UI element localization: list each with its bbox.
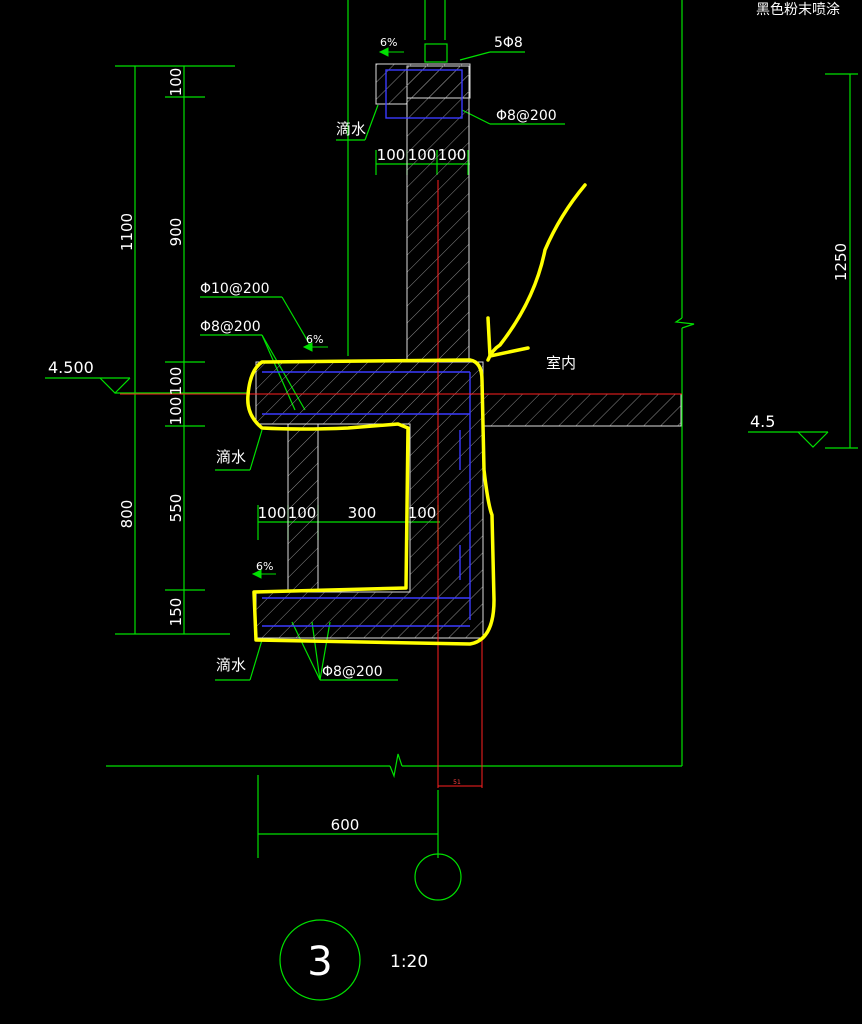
- dim-inner-550: 550: [167, 494, 185, 523]
- slope-arrows: [251, 47, 404, 579]
- drip-label-top: 滴水: [336, 120, 366, 138]
- dim-outer-1100: 1100: [118, 213, 136, 251]
- highlight-markup: [246, 183, 587, 646]
- dim-right-1250: 1250: [832, 243, 850, 281]
- dim-bottom-600: 600: [331, 816, 360, 834]
- dim-inner-100-c: 100: [167, 397, 185, 426]
- dim-mid-300: 300: [348, 504, 377, 522]
- dim-mid-100-c: 100: [408, 504, 437, 522]
- dim-top-100-c: 100: [438, 146, 467, 164]
- dim-inner-150: 150: [167, 598, 185, 627]
- rebar-lower-label: Φ8@200: [322, 664, 383, 680]
- slope-top: 6%: [380, 36, 397, 49]
- finish-note: 黑色粉末喷涂: [756, 1, 840, 18]
- rebar-upper-1-label: Φ10@200: [200, 281, 270, 297]
- detail-scale: 1:20: [390, 952, 428, 972]
- level-left: 4.500: [48, 358, 94, 377]
- dim-mid-100-b: 100: [288, 504, 317, 522]
- detail-number: 3: [307, 939, 332, 985]
- slope-upper: 6%: [306, 333, 323, 346]
- axis-lines: [120, 180, 682, 788]
- dim-top-100-a: 100: [377, 146, 406, 164]
- rebar-upper-2-label: Φ8@200: [200, 319, 261, 335]
- dim-small-51: 51: [453, 779, 461, 786]
- slope-lower: 6%: [256, 560, 273, 573]
- level-right: 4.5: [750, 412, 775, 431]
- rebar-top-stirrup-label: Φ8@200: [496, 108, 557, 124]
- drip-label-bottom: 滴水: [216, 656, 246, 674]
- rebar-top-label: 5Φ8: [494, 35, 523, 51]
- dim-inner-900: 900: [167, 218, 185, 247]
- dim-outer-800: 800: [118, 500, 136, 529]
- dim-inner-100-b: 100: [167, 367, 185, 396]
- indoor-label: 室内: [546, 354, 576, 372]
- concrete-sections: [255, 63, 682, 639]
- dim-inner-100-a: 100: [167, 68, 185, 97]
- drip-label-middle: 滴水: [216, 448, 246, 466]
- dim-top-100-b: 100: [408, 146, 437, 164]
- dim-mid-100-a: 100: [258, 504, 287, 522]
- rebar-lines: [262, 69, 471, 627]
